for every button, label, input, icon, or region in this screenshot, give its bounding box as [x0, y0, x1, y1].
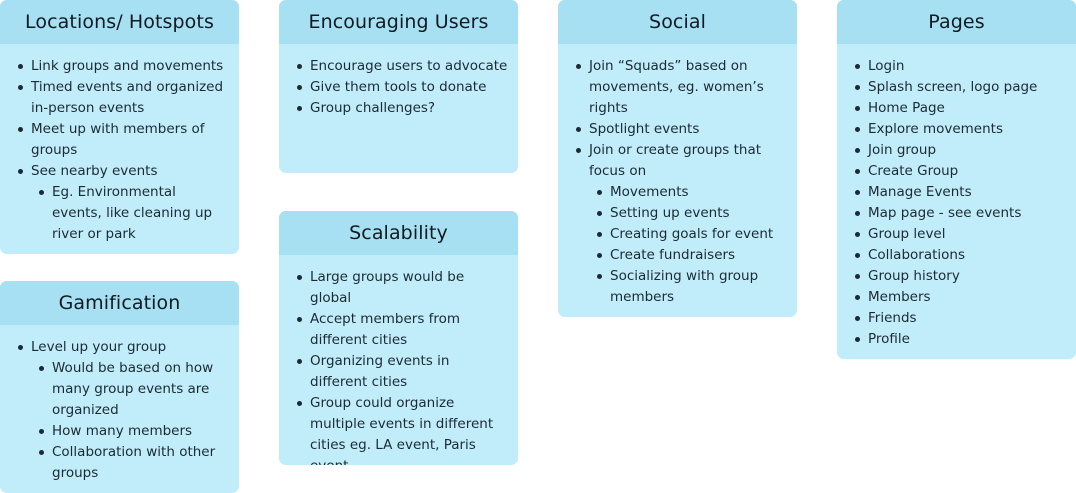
list-item: Login: [855, 56, 1066, 77]
card-scalability: Scalability Large groups would be global…: [279, 211, 518, 465]
list-item: Organizing events in different cities: [297, 351, 508, 393]
card-social: Social Join “Squads” based on movements,…: [558, 0, 797, 317]
list-item: Group challenges?: [297, 98, 508, 119]
bullet-list: Large groups would be global Accept memb…: [279, 267, 508, 465]
list-item: Join group: [855, 140, 1066, 161]
card-title: Pages: [837, 0, 1076, 44]
sub-list-item: Socializing with group members: [597, 266, 787, 308]
list-item: Manage Events: [855, 182, 1066, 203]
bullet-list: Join “Squads” based on movements, eg. wo…: [558, 56, 787, 308]
list-item: Group history: [855, 266, 1066, 287]
list-item: Friends: [855, 308, 1066, 329]
list-item: Collaborations: [855, 245, 1066, 266]
list-item: Give them tools to donate: [297, 77, 508, 98]
sub-list-item: Create fundraisers: [597, 245, 787, 266]
list-item: Members: [855, 287, 1066, 308]
list-item: Level up your group Would be based on ho…: [18, 337, 229, 484]
list-item-text: Level up your group: [31, 339, 167, 355]
bullet-list: Encourage users to advocate Give them to…: [279, 56, 508, 119]
sub-list: Would be based on how many group events …: [31, 358, 229, 484]
list-item: Spotlight events: [576, 119, 787, 140]
list-item: Link groups and movements: [18, 56, 229, 77]
list-item-text: Join or create groups that focus on: [589, 142, 762, 179]
sub-list: Eg. Environmental events, like cleaning …: [31, 182, 229, 245]
list-item: Meet up with members of groups: [18, 119, 229, 161]
card-title: Encouraging Users: [279, 0, 518, 44]
list-item: Group could organize multiple events in …: [297, 393, 508, 465]
card-body: Level up your group Would be based on ho…: [0, 325, 239, 484]
list-item: Home Page: [855, 98, 1066, 119]
card-body: Encourage users to advocate Give them to…: [279, 44, 518, 119]
bullet-list: Link groups and movements Timed events a…: [0, 56, 229, 245]
card-body: Join “Squads” based on movements, eg. wo…: [558, 44, 797, 308]
sub-list-item: Creating goals for event: [597, 224, 787, 245]
list-item-text: See nearby events: [31, 163, 158, 179]
card-title: Gamification: [0, 281, 239, 325]
sub-list-item: Movements: [597, 182, 787, 203]
list-item: Join or create groups that focus on Move…: [576, 140, 787, 308]
card-body: Link groups and movements Timed events a…: [0, 44, 239, 245]
card-pages: Pages Login Splash screen, logo page Hom…: [837, 0, 1076, 359]
list-item: Group level: [855, 224, 1066, 245]
list-item: Encourage users to advocate: [297, 56, 508, 77]
sub-list-item: Collaboration with other groups: [39, 442, 229, 484]
list-item: Large groups would be global: [297, 267, 508, 309]
card-body: Login Splash screen, logo page Home Page…: [837, 44, 1076, 350]
bullet-list: Level up your group Would be based on ho…: [0, 337, 229, 484]
card-body: Large groups would be global Accept memb…: [279, 255, 518, 465]
sub-list-item: Setting up events: [597, 203, 787, 224]
sub-list-item: Eg. Environmental events, like cleaning …: [39, 182, 229, 245]
card-gamification: Gamification Level up your group Would b…: [0, 281, 239, 493]
list-item: Create Group: [855, 161, 1066, 182]
sub-list: Movements Setting up events Creating goa…: [589, 182, 787, 308]
card-title: Social: [558, 0, 797, 44]
list-item: Profile: [855, 329, 1066, 350]
bullet-list: Login Splash screen, logo page Home Page…: [837, 56, 1066, 350]
list-item: Explore movements: [855, 119, 1066, 140]
list-item: See nearby events Eg. Environmental even…: [18, 161, 229, 245]
sub-list-item: How many members: [39, 421, 229, 442]
list-item: Timed events and organized in-person eve…: [18, 77, 229, 119]
list-item: Join “Squads” based on movements, eg. wo…: [576, 56, 787, 119]
card-title: Scalability: [279, 211, 518, 255]
list-item: Map page - see events: [855, 203, 1066, 224]
list-item: Splash screen, logo page: [855, 77, 1066, 98]
sub-list-item: Would be based on how many group events …: [39, 358, 229, 421]
card-encouraging-users: Encouraging Users Encourage users to adv…: [279, 0, 518, 173]
list-item: Accept members from different cities: [297, 309, 508, 351]
card-locations-hotspots: Locations/ Hotspots Link groups and move…: [0, 0, 239, 254]
card-title: Locations/ Hotspots: [0, 0, 239, 44]
